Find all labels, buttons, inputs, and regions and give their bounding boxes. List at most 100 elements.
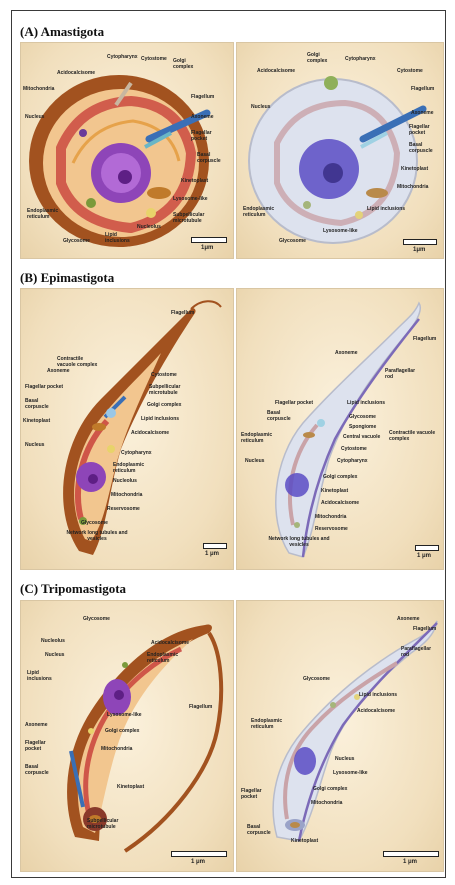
label: Endoplasmic reticulum xyxy=(147,653,183,664)
amastigote-pale-nucleolus xyxy=(323,163,343,183)
section-b-title: (B) Epimastigota xyxy=(20,270,114,286)
epimastigote-cutaway-panel: Flagellum Contractile vacuole complex Cy… xyxy=(20,288,234,570)
scale-bar xyxy=(403,239,437,245)
label: Network long tubules and vesicles xyxy=(267,537,331,548)
label: Acidocalcisome xyxy=(321,501,359,507)
label: Contractile vacuole complex xyxy=(389,431,437,442)
label: Acidocalcisome xyxy=(257,69,295,75)
label: Kinetoplast xyxy=(401,167,428,173)
label: Endoplasmic reticulum xyxy=(27,209,63,220)
label: Basal corpuscle xyxy=(409,143,439,154)
label: Subpellicular microtubule xyxy=(87,819,133,830)
amastigote-pale-kinetoplast xyxy=(366,188,388,198)
label: Flagellar pocket xyxy=(409,125,439,136)
label: Lysosome-like xyxy=(323,229,358,235)
label: Cytostome xyxy=(141,57,167,63)
label: Contractile vacuole complex xyxy=(57,357,101,368)
label: Kinetoplast xyxy=(291,839,318,845)
label: Paraflagellar rod xyxy=(385,369,411,380)
label: Axoneme xyxy=(47,369,70,375)
amastigote-cutaway-panel: Cytopharynx Cytostome Golgi complex Acid… xyxy=(20,42,234,259)
label: Glycosome xyxy=(349,415,376,421)
scale-label: 1 μm xyxy=(205,551,219,557)
label: Mitochondria xyxy=(397,185,428,191)
label: Reservosome xyxy=(107,507,140,513)
amastigote-nucleolus xyxy=(118,170,132,184)
amastigote-lipid xyxy=(146,208,156,218)
label: Nucleus xyxy=(45,653,64,659)
epimastigote-pale-glycosome xyxy=(294,522,300,528)
label: Endoplasmic reticulum xyxy=(241,433,277,444)
label: Kinetoplast xyxy=(321,489,348,495)
epimastigote-pale-vacuole xyxy=(317,419,325,427)
label: Cytostome xyxy=(341,447,367,453)
label: Nucleus xyxy=(25,115,44,121)
label: Lysosome-like xyxy=(107,713,142,719)
label: Spongiome xyxy=(349,425,376,431)
label: Endoplasmic reticulum xyxy=(251,719,287,730)
scale-label: 1 μm xyxy=(417,553,431,559)
epimastigote-pale-kinetoplast xyxy=(303,432,315,438)
label: Endoplasmic reticulum xyxy=(243,207,279,218)
label: Glycosome xyxy=(63,239,90,245)
label: Nucleolus xyxy=(41,639,65,645)
label: Axoneme xyxy=(335,351,358,357)
epimastigote-pale-nucleus xyxy=(285,473,309,497)
label: Glycosome xyxy=(279,239,306,245)
label: Nucleolus xyxy=(113,479,137,485)
trypomastigote-pale-glycosome xyxy=(330,702,336,708)
scale-label: 1μm xyxy=(201,245,213,251)
label: Central vacuole xyxy=(343,435,380,441)
scale-label: 1 μm xyxy=(191,859,205,865)
label: Golgi complex xyxy=(173,59,203,70)
label: Lysosome-like xyxy=(173,197,208,203)
scale-bar xyxy=(415,545,439,551)
label: Mitochondria xyxy=(111,493,142,499)
label: Flagellum xyxy=(171,311,194,317)
trypomastigote-pale-nucleus xyxy=(294,747,316,775)
label: Axoneme xyxy=(411,111,434,117)
label: Flagellum xyxy=(413,627,436,633)
label: Glycosome xyxy=(83,617,110,623)
section-c-title: (C) Tripomastigota xyxy=(20,581,126,597)
label: Glycosome xyxy=(303,677,330,683)
label: Subpellicular microtubule xyxy=(149,385,189,396)
amastigote-pale-lipid xyxy=(355,211,363,219)
label: Flagellum xyxy=(191,95,214,101)
epimastigote-transparent-panel: Flagellum Axoneme Paraflagellar rod Flag… xyxy=(236,288,444,570)
label: Flagellum xyxy=(189,705,212,711)
amastigote-transparent-panel: Golgi complex Cytopharynx Acidocalcisome… xyxy=(236,42,444,259)
label: Kinetoplast xyxy=(23,419,50,425)
label: Lipid inclusions xyxy=(27,671,55,682)
label: Subpellicular microtubule xyxy=(173,213,213,224)
amastigote-acidocalcisome xyxy=(79,129,87,137)
label: Acidocalcisome xyxy=(131,431,169,437)
label: Flagellar pocket xyxy=(275,401,313,407)
label: Cytopharynx xyxy=(107,55,138,61)
label: Nucleolus xyxy=(137,225,161,231)
label: Endoplasmic reticulum xyxy=(113,463,149,474)
trypomastigote-pale-kinetoplast xyxy=(290,822,300,828)
label: Flagellum xyxy=(411,87,434,93)
amastigote-glycosome xyxy=(86,198,96,208)
label: Acidocalcisome xyxy=(357,709,395,715)
label: Golgi complex xyxy=(307,53,331,64)
epimastigote-lipid xyxy=(107,445,115,453)
label: Reservosome xyxy=(315,527,348,533)
label: Network long tubules and vesicles xyxy=(65,531,129,542)
label: Acidocalcisome xyxy=(57,71,95,77)
label: Cytopharynx xyxy=(337,459,368,465)
label: Paraflagellar rod xyxy=(401,647,427,658)
label: Cytostome xyxy=(151,373,177,379)
label: Flagellum xyxy=(413,337,436,343)
amastigote-cutaway-illustration xyxy=(21,43,233,258)
label: Mitochondria xyxy=(315,515,346,521)
label: Flagellar pocket xyxy=(25,385,63,391)
label: Basal corpuscle xyxy=(247,825,275,836)
scale-label: 1μm xyxy=(413,247,425,253)
label: Cytopharynx xyxy=(121,451,152,457)
amastigote-pale-golgi xyxy=(324,76,338,90)
scale-label: 1 μm xyxy=(403,859,417,865)
label: Cytopharynx xyxy=(345,57,376,63)
label: Basal corpuscle xyxy=(25,399,53,410)
